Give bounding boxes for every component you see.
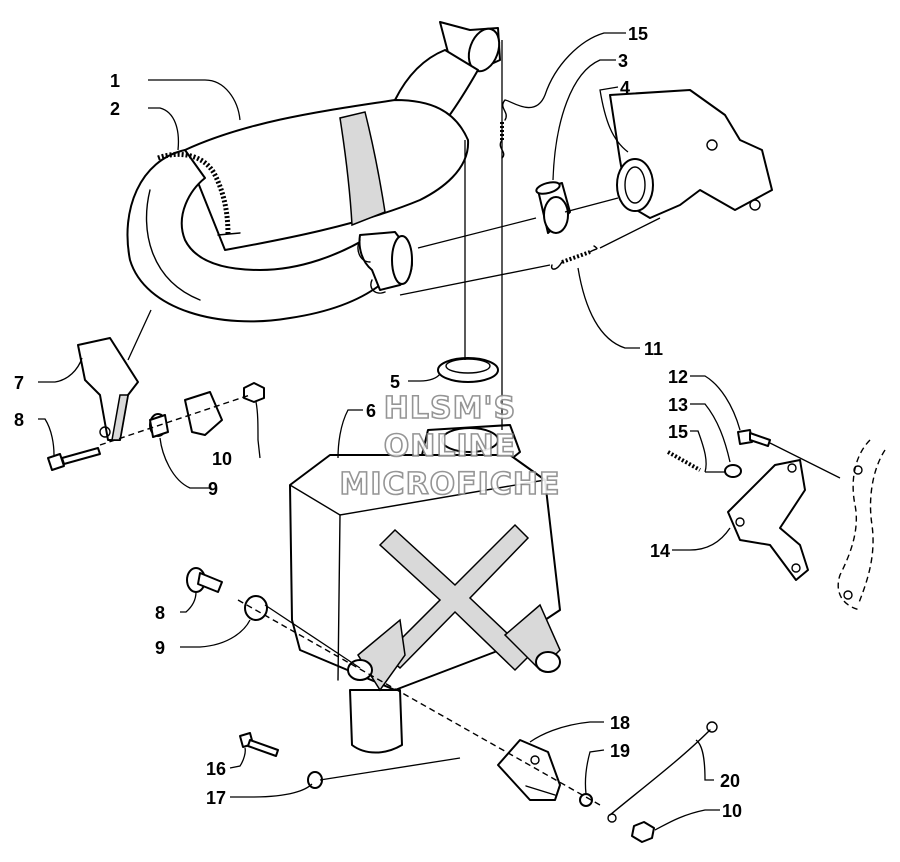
callout-8-lower: 8 [155,603,165,623]
watermark-line3: MICROFICHE [340,467,561,502]
assembly-lines [264,40,841,781]
callout-1: 1 [110,71,120,91]
mount-bracket-right [667,429,886,611]
callout-3: 3 [618,51,628,71]
gasket [437,357,499,383]
callout-18: 18 [610,713,630,733]
callout-8-upper: 8 [14,410,24,430]
spring-15-top [499,99,507,159]
seal-ring [535,181,571,234]
callout-labels: 1 2 15 3 4 11 12 13 15 14 5 6 7 8 10 9 8… [14,24,742,821]
callout-20: 20 [720,771,740,791]
callout-17: 17 [206,788,226,808]
callout-10-lower: 10 [722,801,742,821]
watermark-line1: HLSM'S [384,391,516,426]
callout-19: 19 [610,741,630,761]
callout-15-right: 15 [668,422,688,442]
callout-9-lower: 9 [155,638,165,658]
callout-4: 4 [620,78,630,98]
callout-13: 13 [668,395,688,415]
heat-shield-spring [157,151,241,236]
muffler [289,424,561,754]
expansion-chamber [126,21,501,323]
callout-leaders [38,32,741,831]
callout-14: 14 [650,541,670,561]
mount-bracket-left [47,337,265,471]
callout-5: 5 [390,372,400,392]
callout-11: 11 [644,339,663,359]
callout-12: 12 [668,367,688,387]
callout-10-upper: 10 [212,449,232,469]
callout-2: 2 [110,99,120,119]
callout-6: 6 [366,401,376,421]
callout-16: 16 [206,759,226,779]
exhaust-manifold [609,89,773,219]
callout-7: 7 [14,373,24,393]
watermark-line2: ONLINE [384,429,517,464]
lower-mount-hardware [186,567,718,843]
callout-15-top: 15 [628,24,648,44]
spring-11 [550,245,598,270]
watermark: HLSM'S ONLINE MICROFICHE [339,390,561,503]
callout-9-upper: 9 [208,479,218,499]
